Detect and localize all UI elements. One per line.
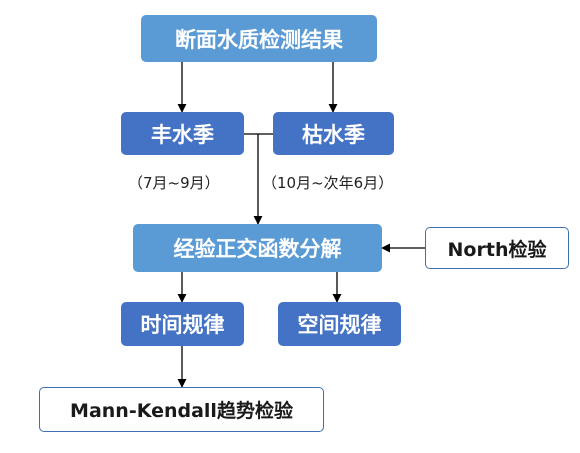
node-section-water-quality-results: 断面水质检测结果 <box>141 15 377 62</box>
node-north-test: North检验 <box>425 227 569 269</box>
node-temporal-pattern: 时间规律 <box>121 302 244 346</box>
node-eof-decomposition: 经验正交函数分解 <box>133 224 382 272</box>
node-dry-season: 枯水季 <box>273 112 394 155</box>
dry-season-period-note: （10月~次年6月） <box>262 174 394 192</box>
node-mann-kendall-test: Mann-Kendall趋势检验 <box>39 387 324 432</box>
wet-season-period-note: （7月~9月） <box>128 174 220 192</box>
node-wet-season: 丰水季 <box>121 112 244 155</box>
node-spatial-pattern: 空间规律 <box>278 302 401 346</box>
